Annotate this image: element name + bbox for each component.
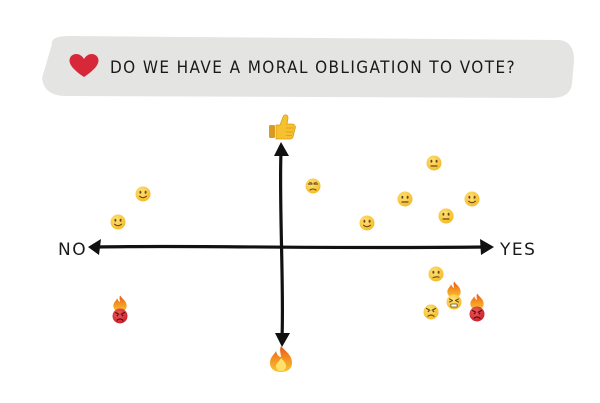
- down-arrowhead: [275, 333, 290, 347]
- fire-icon: [113, 295, 127, 312]
- fire-icon: [270, 346, 292, 372]
- axes: [95, 150, 488, 340]
- question-banner: DO WE HAVE A MORAL OBLIGATION TO VOTE?: [42, 36, 574, 98]
- angry-face-icon: [423, 304, 439, 320]
- neutral-face-icon: [426, 155, 442, 171]
- unamused-face-icon: [305, 178, 321, 194]
- banner-background: [42, 36, 574, 98]
- neutral-face-icon: [438, 208, 454, 224]
- reaction-emojis: [110, 155, 485, 324]
- neutral-face-icon: [397, 191, 413, 207]
- fire-icon: [470, 293, 484, 310]
- no-axis-label: NO: [58, 240, 87, 260]
- left-arrowhead: [88, 239, 101, 255]
- pouting-face-with-fire-icon: [469, 293, 485, 322]
- thumbs-up-icon: [269, 114, 296, 140]
- slightly-smiling-face-icon: [135, 186, 151, 202]
- fire-icon: [447, 281, 461, 298]
- yes-axis-label: YES: [499, 240, 536, 260]
- right-arrowhead: [480, 239, 494, 255]
- slightly-smiling-face-icon: [110, 214, 126, 230]
- persevering-face-with-fire-icon: [446, 281, 462, 310]
- pouting-face-with-fire-icon: [112, 295, 128, 324]
- red-heart-icon: [69, 54, 99, 77]
- confused-face-icon: [428, 266, 444, 282]
- slightly-smiling-face-icon: [359, 215, 375, 231]
- up-arrowhead: [274, 142, 289, 156]
- horizontal-axis-line: [95, 244, 488, 250]
- axis-arrowheads: [88, 142, 494, 347]
- slightly-smiling-face-icon: [464, 191, 480, 207]
- question-text: DO WE HAVE A MORAL OBLIGATION TO VOTE?: [110, 58, 516, 77]
- vertical-axis-line: [278, 150, 285, 340]
